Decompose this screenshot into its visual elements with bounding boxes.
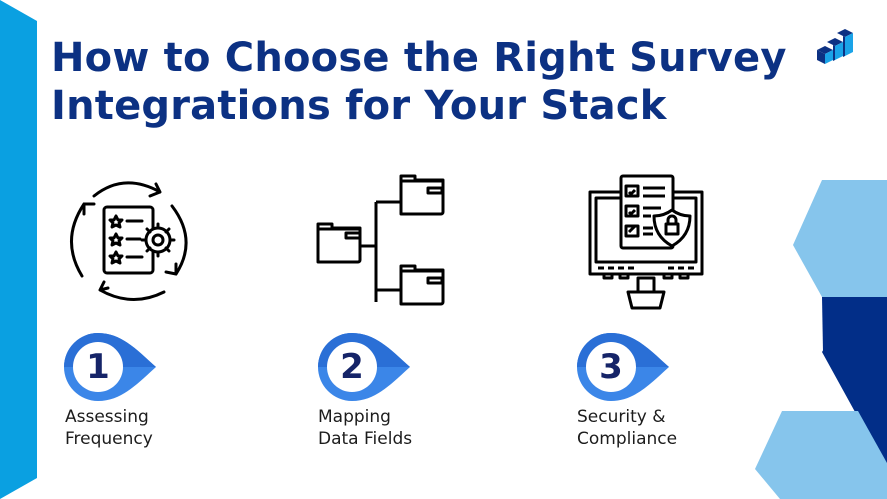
step-1-label: Assessing Frequency xyxy=(65,407,153,449)
hexagon-decoration xyxy=(755,180,887,499)
cycle-checklist-gear-icon xyxy=(70,181,188,302)
title-line-2: Integrations for Your Stack xyxy=(51,83,667,129)
left-accent-bar xyxy=(0,0,37,499)
title-line-1: How to Choose the Right Survey xyxy=(51,35,787,81)
step-3-label: Security & Compliance xyxy=(577,407,678,449)
step-2-number: 2 xyxy=(340,347,364,387)
step-1-badge: 1 xyxy=(64,333,158,401)
step-2-badge: 2 xyxy=(318,333,412,401)
folder-tree-icon xyxy=(316,174,445,306)
step-3-number: 3 xyxy=(599,347,623,387)
monitor-checklist-shield-icon xyxy=(588,174,704,310)
step-2-label: Mapping Data Fields xyxy=(318,407,413,449)
step-1-number: 1 xyxy=(86,347,110,387)
step-3-badge: 3 xyxy=(577,333,671,401)
page-title: How to Choose the Right Survey Integrati… xyxy=(51,34,787,130)
bar-chart-steps-icon xyxy=(817,29,853,64)
